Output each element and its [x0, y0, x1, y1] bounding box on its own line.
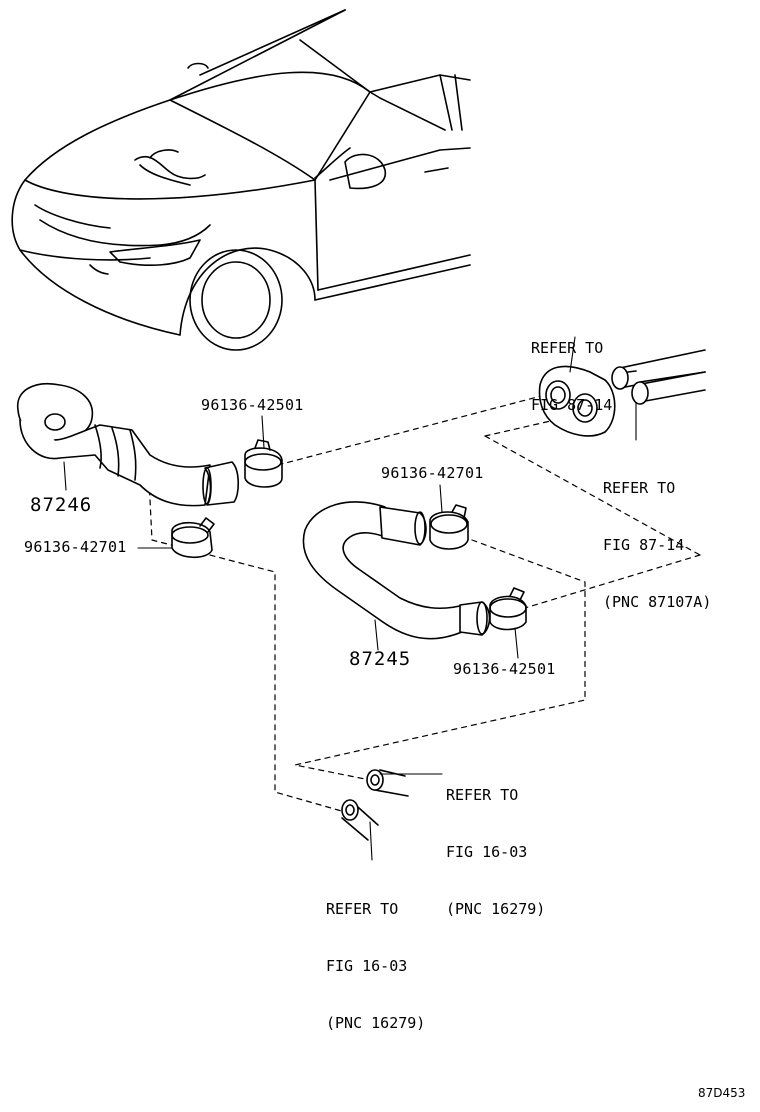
ref-line: FIG 16-03 [446, 843, 528, 861]
ref-line: REFER TO [326, 900, 399, 918]
engine-pipe-upper [366, 769, 409, 797]
label-hose-87245: 87245 [349, 648, 412, 670]
hose-clamp-mid-lower [489, 587, 527, 631]
ref-line: FIG 87-14 [603, 536, 685, 554]
heater-hose-87245 [302, 501, 491, 640]
heater-pipes [611, 349, 706, 405]
label-clamp-mid-upper: 96136-42701 [381, 464, 484, 482]
ref-engine-pipe-lower: REFER TO FIG 16-03 (PNC 16279) [326, 862, 425, 1052]
vehicle-illustration [11, 9, 471, 351]
connection-guides [147, 394, 701, 813]
label-clamp-left: 96136-42701 [24, 538, 127, 556]
hose-clamp-mid-upper [429, 504, 469, 550]
label-hose-87246: 87246 [30, 494, 93, 516]
grommet [538, 365, 616, 437]
ref-line: (PNC 16279) [326, 1014, 426, 1032]
ref-line: FIG 87-14 [531, 396, 613, 414]
hose-clamp-top-left [244, 439, 283, 488]
heater-hose-87246 [17, 383, 240, 507]
ref-line: REFER TO [531, 339, 604, 357]
ref-grommet-top: REFER TO FIG 87-14 [531, 301, 612, 434]
diagram-code: 87D453 [698, 1086, 746, 1100]
label-clamp-mid-lower: 96136-42501 [453, 660, 556, 678]
ref-engine-pipe-upper: REFER TO FIG 16-03 (PNC 16279) [446, 748, 545, 938]
engine-pipe-lower [341, 799, 379, 841]
ref-line: REFER TO [446, 786, 519, 804]
leader-lines [63, 336, 637, 861]
ref-pipes-right: REFER TO FIG 87-14 (PNC 87107A) [603, 441, 711, 631]
ref-line: (PNC 87107A) [603, 593, 712, 611]
ref-line: REFER TO [603, 479, 676, 497]
ref-line: FIG 16-03 [326, 957, 408, 975]
hose-clamp-left [171, 517, 215, 559]
label-clamp-top-left: 96136-42501 [201, 396, 304, 414]
ref-line: (PNC 16279) [446, 900, 546, 918]
